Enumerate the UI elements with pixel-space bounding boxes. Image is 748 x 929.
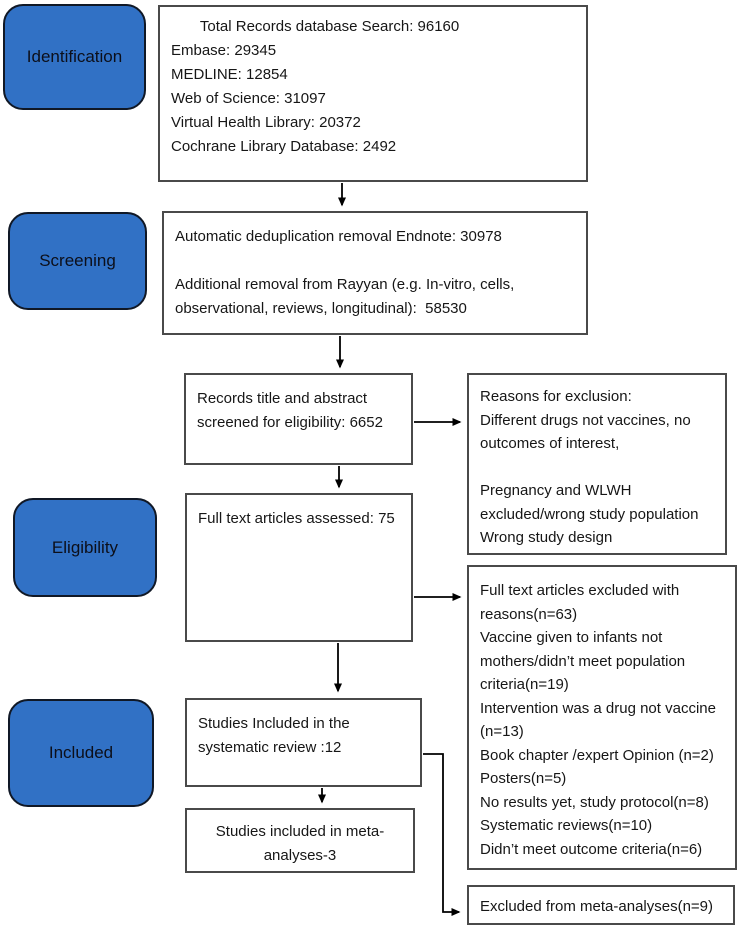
total-records-box: Total Records database Search: 96160 Emb… <box>158 5 588 182</box>
title-abstract-screened-box: Records title and abstract screened for … <box>184 373 413 465</box>
stage-identification: Identification <box>3 4 146 110</box>
stage-identification-label: Identification <box>26 47 123 66</box>
stage-eligibility: Eligibility <box>13 498 157 597</box>
stage-included: Included <box>8 699 154 807</box>
exclusion-reasons-box: Reasons for exclusion: Different drugs n… <box>467 373 727 555</box>
full-text-excluded-box: Full text articles excluded with reasons… <box>467 565 737 870</box>
stage-screening-label: Screening <box>39 251 116 270</box>
systematic-review-included-box: Studies Included in the systematic revie… <box>185 698 422 787</box>
meta-analyses-excluded-box: Excluded from meta-analyses(n=9) <box>467 885 735 925</box>
deduplication-box: Automatic deduplication removal Endnote:… <box>162 211 588 335</box>
meta-analyses-included-box: Studies included in meta- analyses-3 <box>185 808 415 873</box>
full-text-assessed-box: Full text articles assessed: 75 <box>185 493 413 642</box>
arrow-sysreview-to-meta-excluded <box>423 753 461 916</box>
stage-eligibility-label: Eligibility <box>51 537 119 557</box>
stage-screening: Screening <box>8 212 147 310</box>
stage-included-label: Included <box>48 743 114 762</box>
